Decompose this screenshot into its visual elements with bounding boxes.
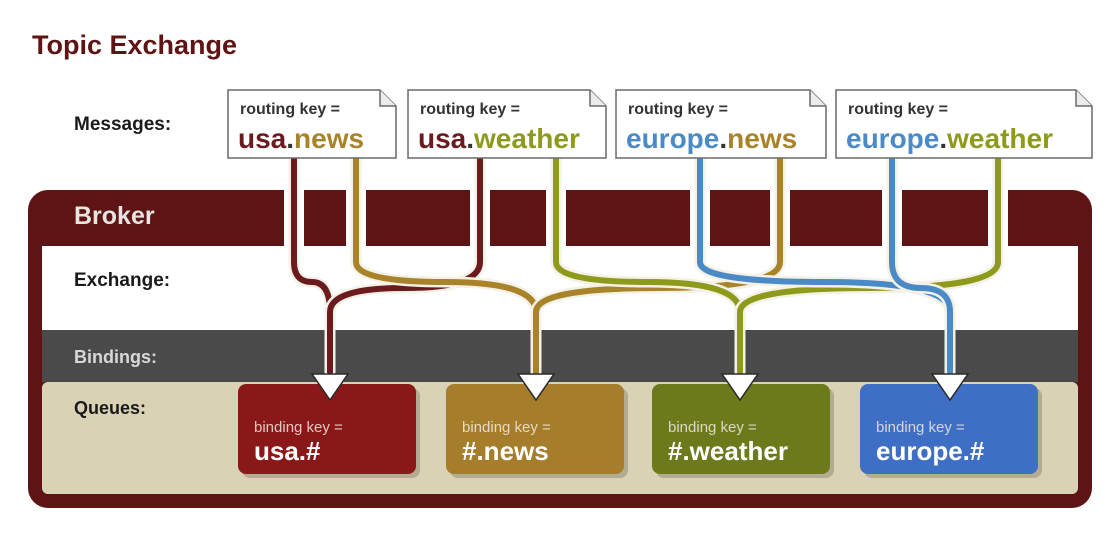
routing-key-part1: usa xyxy=(238,123,287,154)
queue-background xyxy=(238,384,416,474)
routing-key-part1: usa xyxy=(418,123,467,154)
route-line xyxy=(533,153,783,375)
message-routing-key: europe.news xyxy=(626,123,797,154)
routing-lines xyxy=(288,150,1004,378)
binding-arrow xyxy=(720,373,760,402)
routing-key-dot: . xyxy=(466,123,474,154)
message-caption: routing key = xyxy=(848,101,948,118)
message-routing-key: europe.weather xyxy=(846,123,1053,154)
message-card: routing key = europe.weather xyxy=(835,89,1093,159)
queue-background xyxy=(446,384,624,474)
queue-caption: binding key = xyxy=(876,419,965,436)
bindings-label: Bindings: xyxy=(74,347,157,367)
route-line xyxy=(353,153,539,375)
message-paper xyxy=(227,89,397,159)
message-card: routing key = europe.news xyxy=(615,89,827,159)
queue-binding-key: #.news xyxy=(462,436,549,466)
routing-key-part1: europe xyxy=(846,123,939,154)
bindings-band xyxy=(42,330,1078,382)
queue-box: binding key =#.weather xyxy=(652,373,834,478)
message-card: routing key = usa.news xyxy=(227,89,397,159)
routing-key-part2: news xyxy=(727,123,797,154)
binding-arrow xyxy=(310,373,350,402)
message-fold xyxy=(1075,90,1092,107)
message-card: routing key = usa.weather xyxy=(407,89,607,159)
queue-list: binding key =usa.#binding key =#.newsbin… xyxy=(238,373,1042,478)
messages-label: Messages: xyxy=(74,114,171,135)
routing-key-part1: europe xyxy=(626,123,719,154)
queue-binding-key: #.weather xyxy=(668,436,788,466)
broker-label: Broker xyxy=(74,202,155,230)
routing-key-dot: . xyxy=(939,123,947,154)
queue-caption: binding key = xyxy=(668,419,757,436)
binding-arrow xyxy=(516,373,556,402)
message-routing-key: usa.weather xyxy=(418,123,580,154)
routing-key-part2: weather xyxy=(946,123,1053,154)
message-fold xyxy=(809,90,826,107)
routing-key-part2: weather xyxy=(473,123,580,154)
message-fold xyxy=(379,90,396,107)
routing-key-part2: news xyxy=(294,123,364,154)
route-line xyxy=(553,153,743,375)
queue-binding-key: europe.# xyxy=(876,436,985,466)
routing-key-dot: . xyxy=(719,123,727,154)
binding-arrow xyxy=(930,373,970,402)
message-paper xyxy=(407,89,607,159)
queue-background xyxy=(652,384,830,474)
routing-key-dot: . xyxy=(286,123,294,154)
route-line xyxy=(327,153,483,375)
queue-box: binding key =europe.# xyxy=(860,373,1042,478)
message-paper xyxy=(835,89,1093,159)
queues-label: Queues: xyxy=(74,398,146,418)
message-caption: routing key = xyxy=(628,101,728,118)
message-caption: routing key = xyxy=(420,101,520,118)
queue-caption: binding key = xyxy=(254,419,343,436)
exchange-label: Exchange: xyxy=(74,270,170,291)
queue-caption: binding key = xyxy=(462,419,551,436)
message-fold xyxy=(589,90,606,107)
queue-binding-key: usa.# xyxy=(254,436,321,466)
queue-box: binding key =usa.# xyxy=(238,373,420,478)
message-caption: routing key = xyxy=(240,101,340,118)
queue-background xyxy=(860,384,1038,474)
message-paper xyxy=(615,89,827,159)
queue-box: binding key =#.news xyxy=(446,373,628,478)
message-routing-key: usa.news xyxy=(238,123,364,154)
route-line xyxy=(889,153,953,375)
diagram-title: Topic Exchange xyxy=(32,30,237,60)
